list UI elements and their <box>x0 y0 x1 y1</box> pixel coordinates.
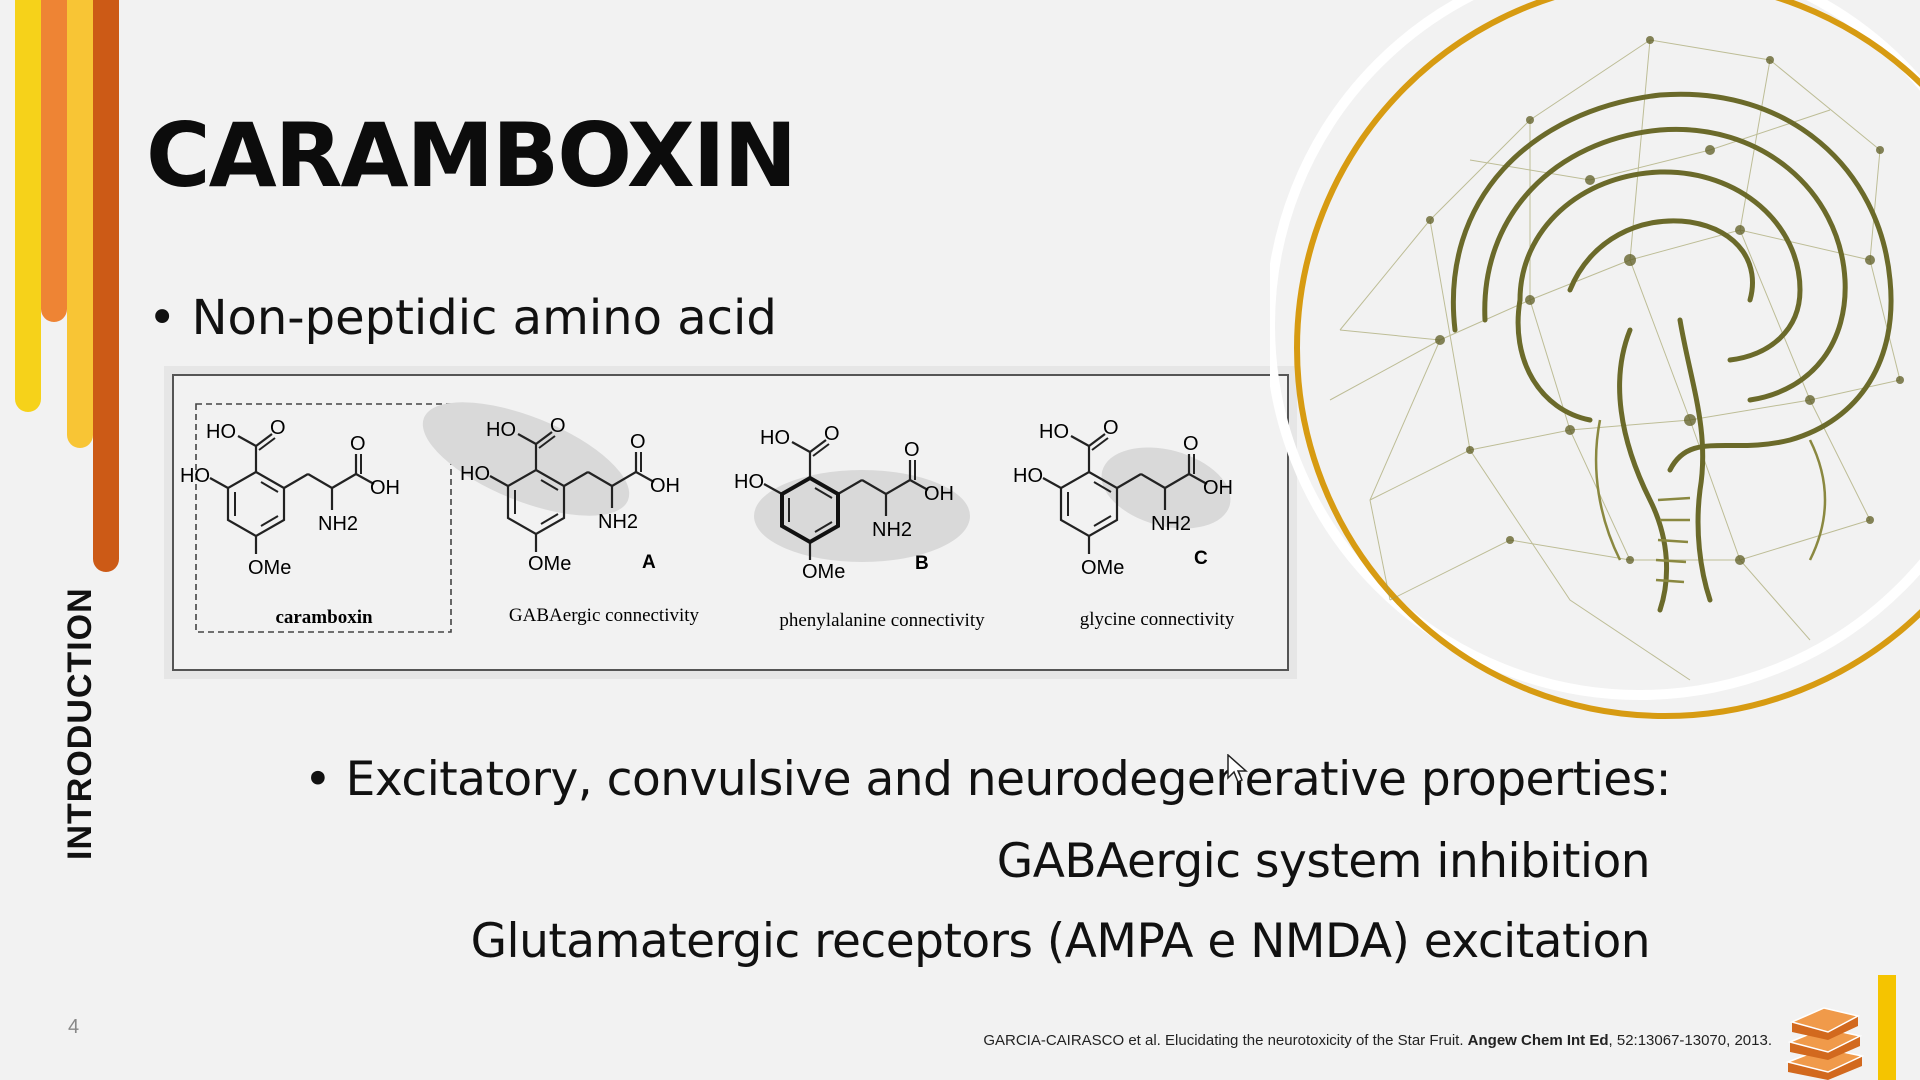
svg-text:NH2: NH2 <box>598 511 638 533</box>
svg-text:O: O <box>350 433 366 455</box>
reference-journal: Angew Chem Int Ed <box>1467 1032 1609 1049</box>
accent-stripe-rust <box>93 0 119 572</box>
accent-stripe-orange <box>41 0 67 322</box>
caption-phenylalanine: phenylalanine connectivity <box>779 610 985 631</box>
svg-text:OH: OH <box>1203 477 1233 499</box>
bullet-properties: • Excitatory, convulsive and neurodegene… <box>304 752 1672 807</box>
svg-text:HO: HO <box>486 419 516 441</box>
svg-text:OMe: OMe <box>248 557 291 579</box>
svg-text:HO: HO <box>206 421 236 443</box>
reference-authors: GARCIA-CAIRASCO et al. Elucidating the n… <box>983 1032 1468 1049</box>
svg-text:NH2: NH2 <box>872 519 912 541</box>
reference-citation: GARCIA-CAIRASCO et al. Elucidating the n… <box>983 1032 1772 1049</box>
brain-network-globe-icon <box>1270 0 1920 719</box>
svg-text:O: O <box>270 417 286 439</box>
svg-text:O: O <box>550 415 566 437</box>
svg-text:OH: OH <box>924 483 954 505</box>
svg-text:HO: HO <box>460 463 490 485</box>
caramboxin-molecule: HO O HO OMe O OH NH2 <box>180 417 400 579</box>
svg-text:O: O <box>1183 433 1199 455</box>
svg-text:OMe: OMe <box>528 553 571 575</box>
svg-text:HO: HO <box>760 427 790 449</box>
svg-text:HO: HO <box>734 471 764 493</box>
mouse-cursor-icon <box>1227 754 1248 784</box>
svg-text:HO: HO <box>1039 421 1069 443</box>
chemical-structures-figure: HO O HO OMe O OH NH2 caramboxin HO O HO … <box>172 374 1289 671</box>
glycine-molecule: HO O HO OMe O OH NH2 <box>1013 417 1233 579</box>
svg-text:NH2: NH2 <box>318 513 358 535</box>
section-label: INTRODUCTION <box>61 587 99 860</box>
accent-stripe-yellow <box>15 0 41 412</box>
label-b: B <box>915 553 929 574</box>
label-c: C <box>1194 548 1208 569</box>
caption-gabaergic: GABAergic connectivity <box>509 605 700 626</box>
svg-text:HO: HO <box>180 465 210 487</box>
corner-accent-bar <box>1878 975 1896 1080</box>
book-stack-icon <box>1785 1007 1865 1080</box>
bullet-non-peptidic: • Non-peptidic amino acid <box>148 290 777 346</box>
gaba-molecule: HO O HO OMe O OH NH2 <box>460 415 680 575</box>
svg-text:NH2: NH2 <box>1151 513 1191 535</box>
label-a: A <box>642 552 656 573</box>
caramboxin-dashed-box <box>195 403 452 633</box>
svg-text:OMe: OMe <box>802 561 845 583</box>
gaba-highlight <box>422 402 630 516</box>
svg-text:OMe: OMe <box>1081 557 1124 579</box>
svg-text:O: O <box>824 423 840 445</box>
slide-title: CARAMBOXIN <box>146 104 797 207</box>
svg-text:OH: OH <box>370 477 400 499</box>
structures-svg: HO O HO OMe O OH NH2 caramboxin HO O HO … <box>180 402 1235 633</box>
bullet-text: Excitatory, convulsive and neurodegenera… <box>345 752 1672 807</box>
svg-text:OH: OH <box>650 475 680 497</box>
reference-details: , 52:13067-13070, 2013. <box>1608 1032 1772 1049</box>
svg-text:HO: HO <box>1013 465 1043 487</box>
accent-stripe-gold <box>67 0 93 448</box>
page-number: 4 <box>68 1016 80 1038</box>
phenylalanine-molecule: HO O HO OMe O OH NH2 <box>734 423 954 583</box>
bullet-text: Non-peptidic amino acid <box>191 290 777 346</box>
caption-glycine: glycine connectivity <box>1080 609 1235 630</box>
sub-point-glutamatergic: Glutamatergic receptors (AMPA e NMDA) ex… <box>470 914 1651 969</box>
svg-text:O: O <box>904 439 920 461</box>
svg-text:O: O <box>630 431 646 453</box>
sub-point-gabaergic: GABAergic system inhibition <box>996 834 1651 889</box>
caption-caramboxin: caramboxin <box>275 607 373 628</box>
svg-text:O: O <box>1103 417 1119 439</box>
